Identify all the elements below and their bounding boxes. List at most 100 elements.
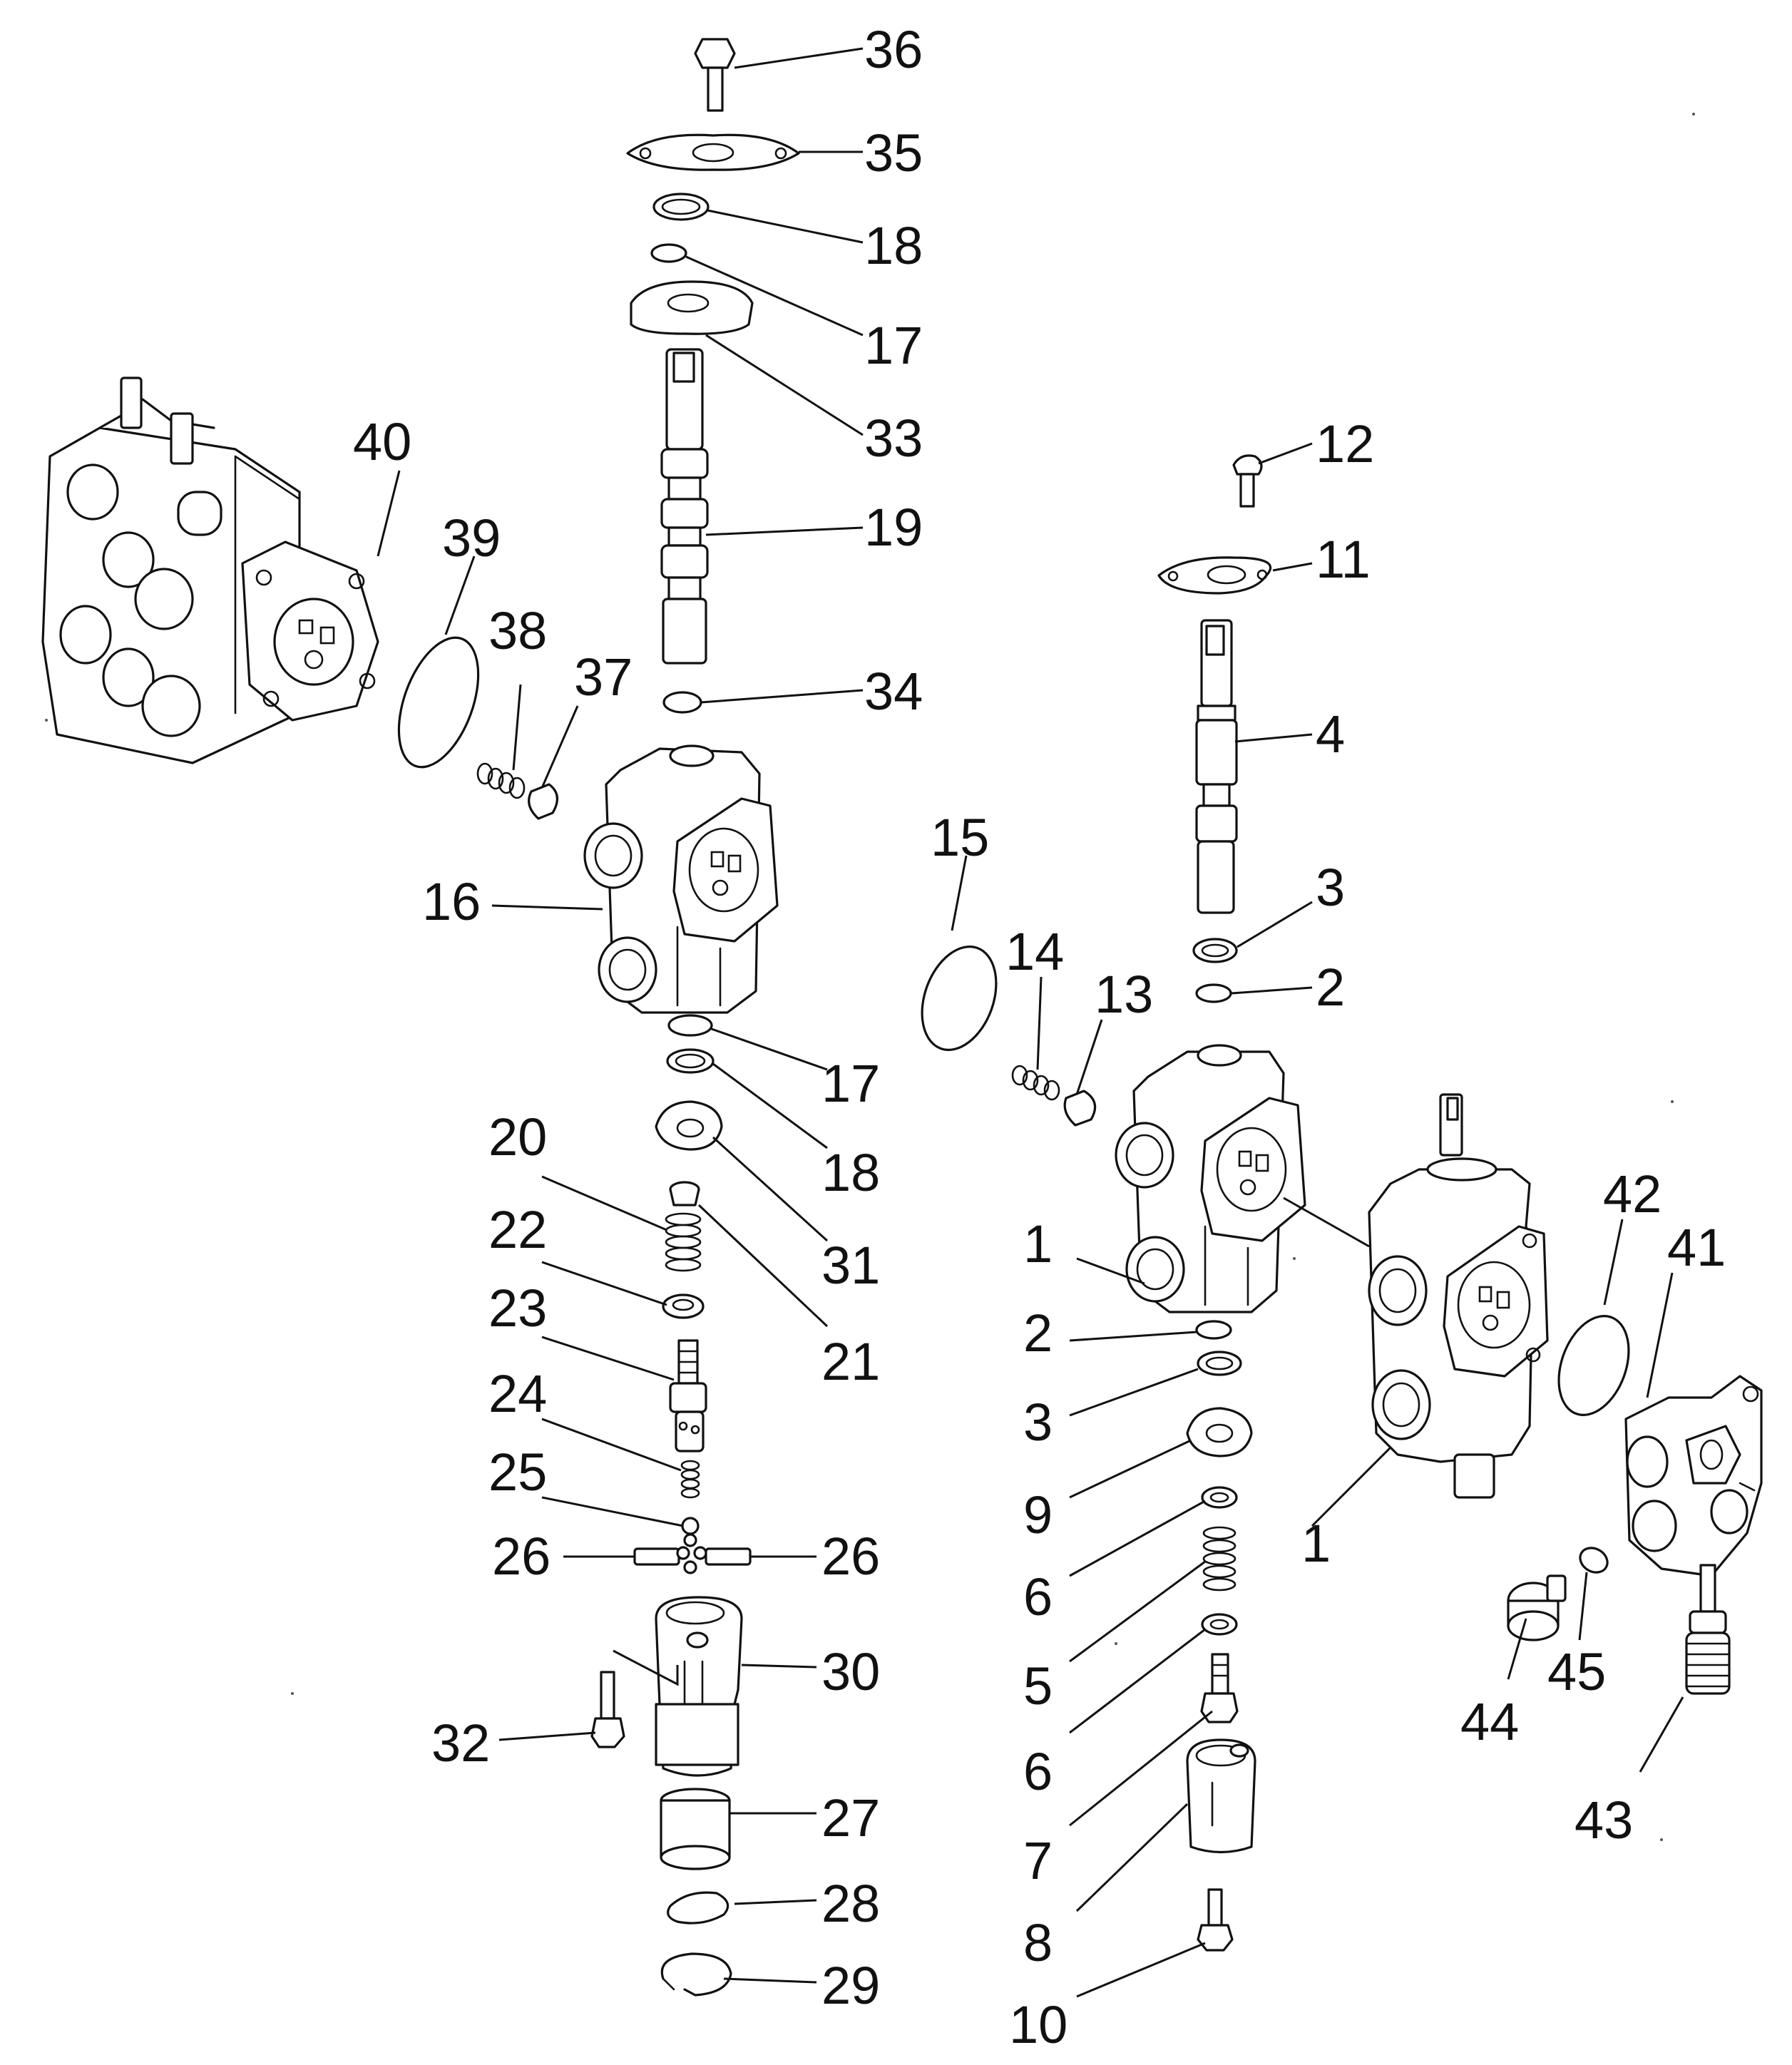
callout-41: 41 xyxy=(1667,1218,1726,1277)
ball-25 xyxy=(681,1517,700,1535)
callout-9: 9 xyxy=(1023,1485,1053,1544)
callout-39: 39 xyxy=(442,508,501,568)
callout-2-bottom: 2 xyxy=(1023,1303,1053,1363)
callout-7: 7 xyxy=(1023,1831,1053,1890)
callout-22: 22 xyxy=(488,1200,547,1259)
callout-20: 20 xyxy=(488,1107,547,1167)
ring-18-bottom xyxy=(666,1048,715,1074)
relief-valve-43 xyxy=(1685,1564,1731,1695)
callout-31: 31 xyxy=(821,1236,880,1295)
callout-6-bottom: 6 xyxy=(1023,1742,1053,1801)
screw-12 xyxy=(1232,454,1263,508)
screw-10 xyxy=(1197,1888,1234,1952)
callout-8: 8 xyxy=(1023,1913,1053,1972)
seat-6-bottom xyxy=(1201,1613,1238,1636)
callout-44: 44 xyxy=(1460,1692,1519,1751)
callout-16: 16 xyxy=(422,872,481,931)
callout-40: 40 xyxy=(353,412,411,471)
callout-43: 43 xyxy=(1575,1790,1633,1850)
callout-2-top: 2 xyxy=(1316,958,1345,1017)
o-ring-42 xyxy=(1557,1315,1630,1416)
o-ring-2-top xyxy=(1195,983,1232,1003)
spool-4 xyxy=(1195,619,1238,914)
end-cover-41 xyxy=(1624,1375,1763,1577)
retainer-33 xyxy=(630,280,754,335)
cover-35 xyxy=(626,133,800,171)
balls-and-pins-26 xyxy=(633,1533,752,1574)
callout-30: 30 xyxy=(821,1642,880,1701)
callout-35: 35 xyxy=(864,123,923,183)
callout-3-top: 3 xyxy=(1316,858,1345,917)
spring-38 xyxy=(476,762,526,799)
plate-31 xyxy=(655,1100,723,1151)
callout-1-front: 1 xyxy=(1023,1214,1053,1274)
valve-section-1-rear xyxy=(1368,1093,1549,1499)
callout-45: 45 xyxy=(1547,1642,1606,1701)
o-ring-34 xyxy=(662,691,702,714)
o-ring-39 xyxy=(397,636,480,769)
callout-labels: 36 35 18 17 33 19 34 40 39 38 37 16 15 1… xyxy=(353,20,1726,2054)
seat-22 xyxy=(662,1293,705,1319)
callout-6-top: 6 xyxy=(1023,1567,1053,1626)
o-ring-2-bottom xyxy=(1195,1320,1232,1340)
cap-8 xyxy=(1186,1738,1256,1854)
screw-32 xyxy=(590,1671,625,1748)
o-ring-15 xyxy=(921,946,998,1051)
callout-12: 12 xyxy=(1316,414,1374,473)
spring-20 xyxy=(665,1212,702,1272)
callout-13: 13 xyxy=(1095,965,1153,1024)
callout-34: 34 xyxy=(864,662,923,721)
callout-24: 24 xyxy=(488,1364,547,1423)
valve-section-1-front xyxy=(1115,1044,1306,1313)
spring-24 xyxy=(680,1460,700,1499)
callout-5: 5 xyxy=(1023,1656,1053,1716)
callout-10: 10 xyxy=(1009,1995,1067,2054)
cap-30 xyxy=(655,1596,743,1777)
callout-15: 15 xyxy=(931,808,989,867)
callout-4: 4 xyxy=(1316,704,1345,764)
poppet-37 xyxy=(528,783,558,820)
callout-36: 36 xyxy=(864,20,923,79)
callout-27: 27 xyxy=(821,1788,880,1848)
callout-25: 25 xyxy=(488,1443,547,1502)
leader-lines xyxy=(377,47,1684,1998)
plate-9 xyxy=(1186,1407,1253,1457)
snap-ring-29 xyxy=(660,1952,732,1997)
callout-26-right: 26 xyxy=(821,1527,880,1586)
spring-5 xyxy=(1202,1526,1237,1592)
callout-3-bottom: 3 xyxy=(1023,1393,1053,1452)
callout-17-top: 17 xyxy=(864,316,923,375)
plug-44 xyxy=(1507,1574,1567,1641)
o-ring-45 xyxy=(1579,1547,1609,1574)
scan-speckles xyxy=(45,113,1695,1841)
callout-42: 42 xyxy=(1603,1164,1662,1224)
valve-section-16 xyxy=(583,744,779,1014)
callout-23: 23 xyxy=(488,1279,547,1338)
ring-18-top xyxy=(652,193,710,221)
o-ring-17-top xyxy=(650,243,687,263)
callout-28: 28 xyxy=(821,1874,880,1933)
plug-23 xyxy=(669,1339,707,1452)
bolt-36 xyxy=(694,38,736,112)
callout-37: 37 xyxy=(574,647,633,707)
callout-17-bottom: 17 xyxy=(821,1054,880,1113)
callout-11: 11 xyxy=(1316,530,1371,589)
bolt-7 xyxy=(1200,1653,1239,1723)
seat-6-top xyxy=(1201,1486,1238,1509)
callout-26-left: 26 xyxy=(492,1527,551,1586)
ring-3-top xyxy=(1192,938,1238,963)
spring-14 xyxy=(1011,1065,1060,1101)
cover-11 xyxy=(1157,556,1272,595)
callout-19: 19 xyxy=(864,498,923,557)
callout-14: 14 xyxy=(1005,922,1064,981)
callout-18-top: 18 xyxy=(864,216,923,275)
callout-32: 32 xyxy=(431,1713,490,1773)
callout-1-rear: 1 xyxy=(1301,1514,1331,1573)
callout-33: 33 xyxy=(864,409,923,468)
seat-21 xyxy=(669,1181,700,1206)
spool-19 xyxy=(660,348,709,665)
callout-18-bottom: 18 xyxy=(821,1143,880,1202)
sleeve-27 xyxy=(660,1788,731,1870)
o-ring-17-bottom xyxy=(667,1014,713,1037)
